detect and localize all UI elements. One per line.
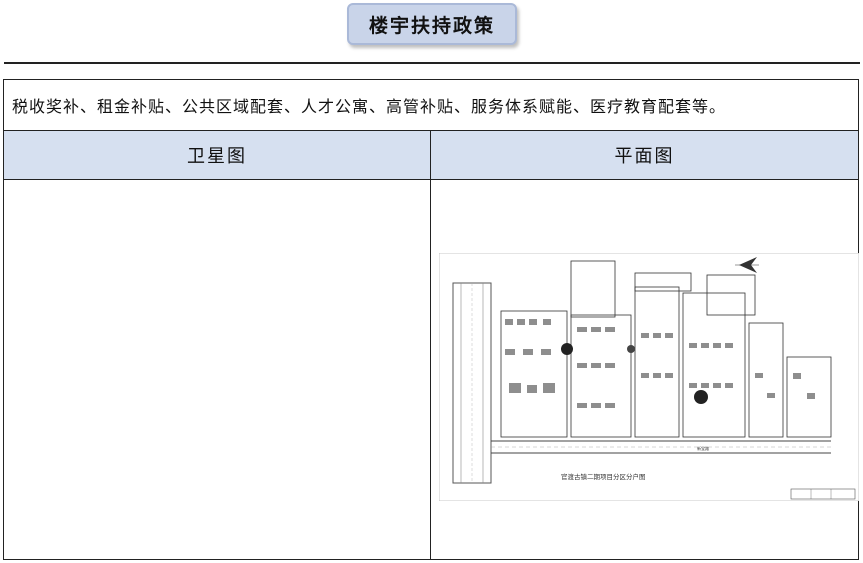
north-arrow-icon xyxy=(735,257,759,273)
image-table: 卫星图 平面图 xyxy=(3,131,859,560)
column-header-satellite-label: 卫星图 xyxy=(187,146,247,167)
title-divider xyxy=(4,62,860,64)
floorplan-image-cell: 新宝路 官渡古镇二期项目分区分户图 xyxy=(431,180,859,559)
column-header-floorplan: 平面图 xyxy=(431,131,858,180)
column-header-satellite: 卫星图 xyxy=(4,131,431,180)
column-header-floorplan-label: 平面图 xyxy=(614,146,675,167)
page-title-text: 楼宇扶持政策 xyxy=(368,14,495,37)
site-plan-drawing: 新宝路 官渡古镇二期项目分区分户图 xyxy=(439,253,859,501)
policy-description: 税收奖补、租金补贴、公共区域配套、人才公寓、高管补贴、服务体系赋能、医疗教育配套… xyxy=(3,79,859,131)
page-title: 楼宇扶持政策 xyxy=(347,3,517,45)
satellite-image-cell xyxy=(4,180,431,559)
plan-caption: 官渡古镇二期项目分区分户图 xyxy=(561,472,646,481)
policy-text: 税收奖补、租金补贴、公共区域配套、人才公寓、高管补贴、服务体系赋能、医疗教育配套… xyxy=(12,97,727,116)
road-label: 新宝路 xyxy=(697,445,709,451)
